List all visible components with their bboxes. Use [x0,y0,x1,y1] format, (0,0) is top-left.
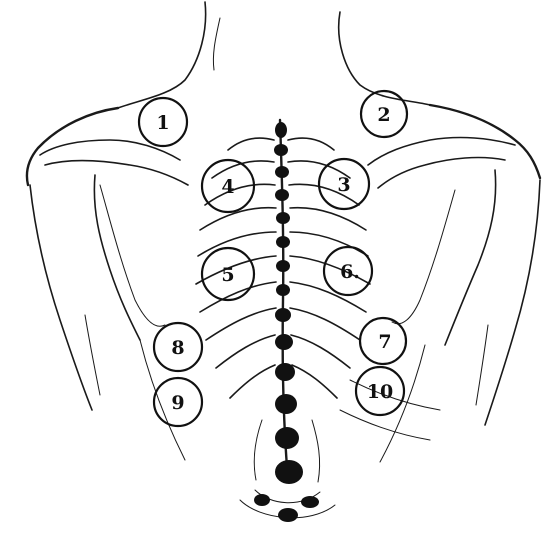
marker-10: 10 [356,367,404,415]
marker-label: 9 [171,392,184,414]
marker-label: 8 [171,337,184,359]
marker-label: 4 [221,176,234,198]
marker-label: 3 [337,174,350,196]
marker-1: 1 [139,98,187,146]
marker-5: 5 [202,248,254,300]
marker-9: 9 [154,378,202,426]
marker-6: 6. [324,247,372,295]
marker-label: 6. [340,261,360,283]
marker-label: 2 [377,104,390,126]
marker-7: 7 [360,318,406,364]
marker-label: 10 [367,381,393,403]
scapula-outline [100,185,455,326]
marker-label: 1 [156,112,169,134]
marker-label: 7 [378,331,391,353]
marker-3: 3 [319,159,369,209]
marker-label: 5 [221,264,234,286]
markers-layer: 1 2 3 4 5 6. 7 8 [139,91,407,426]
marker-2: 2 [361,91,407,137]
marker-8: 8 [154,323,202,371]
